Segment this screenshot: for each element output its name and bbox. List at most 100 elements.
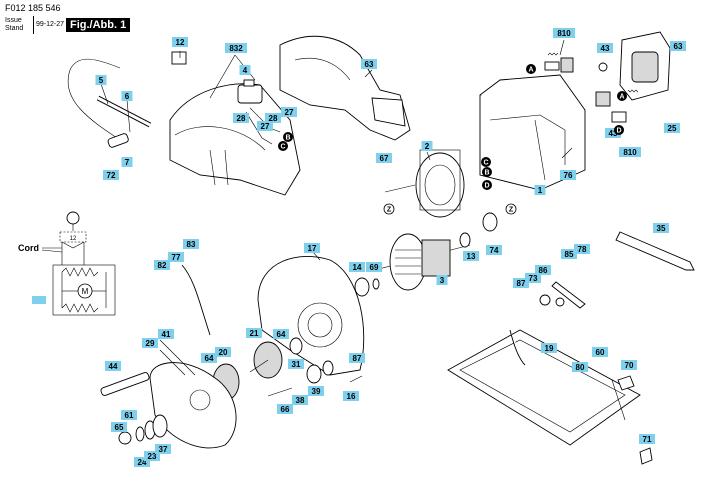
callout-tag: 29 xyxy=(142,338,158,348)
callout-tag-box xyxy=(361,59,377,69)
brush-holder-right xyxy=(595,89,639,123)
callout-tag-box xyxy=(304,243,320,253)
callout-tag-label: 82 xyxy=(158,261,167,270)
issue-label: Issue xyxy=(5,17,22,24)
callout-tag-box xyxy=(144,451,160,461)
callout-tag-label: 87 xyxy=(353,354,362,363)
base-plate xyxy=(447,329,641,446)
reference-marker-letter: C xyxy=(280,144,285,151)
power-cord xyxy=(67,58,152,148)
adjust-lever xyxy=(539,281,586,309)
callout-tag-box xyxy=(653,223,669,233)
callout-tag: 76 xyxy=(560,170,576,180)
reference-marker-letter: A xyxy=(619,94,624,101)
callout-tag: 87 xyxy=(513,278,529,288)
callout-tag: 87 xyxy=(349,353,365,363)
housing-screw xyxy=(561,147,573,159)
callout-tag-label: 74 xyxy=(490,246,499,255)
guard-lever xyxy=(100,372,150,396)
callout-tag: 20 xyxy=(215,347,231,357)
callout-tag: 35 xyxy=(653,223,669,233)
motor-housing xyxy=(479,74,586,191)
schematic-frame xyxy=(52,264,116,316)
callout-tag-box xyxy=(486,245,502,255)
callout-tag: 86 xyxy=(535,265,551,275)
issue-stand-label: Issue Stand xyxy=(5,17,23,33)
callout-tag-box xyxy=(103,170,119,180)
callout-tag: 23 xyxy=(144,451,160,461)
reference-marker-d: D xyxy=(482,180,492,190)
callout-tag-box xyxy=(134,457,150,467)
callout-tag-label: 12 xyxy=(176,38,185,47)
callout-tag: 19 xyxy=(541,343,557,353)
field-winding xyxy=(415,149,465,218)
screw xyxy=(364,69,373,78)
reference-marker-circle xyxy=(614,125,624,135)
callout-tag: 13 xyxy=(463,251,479,261)
callout-tag-box xyxy=(158,329,174,339)
callout-tag-box xyxy=(376,153,392,163)
bearing-front xyxy=(354,277,370,297)
callout-tag-label: 13 xyxy=(467,252,476,261)
callout-tag-box xyxy=(95,75,107,85)
callout-tag: 31 xyxy=(288,359,304,369)
callout-tag-label: 63 xyxy=(365,60,374,69)
schematic-callout-blank xyxy=(32,296,46,304)
cord-label: Cord xyxy=(18,243,39,253)
callout-tag-label: 1 xyxy=(538,186,543,195)
callout-tag-box xyxy=(592,347,608,357)
reference-marker-letter: B xyxy=(484,170,489,177)
field-screw xyxy=(384,184,416,193)
callout-tag: 28 xyxy=(233,113,249,123)
callout-tag: 63 xyxy=(361,59,377,69)
callout-tag: 80 xyxy=(572,362,588,372)
bearing-small xyxy=(459,232,471,248)
callout-tag-label: 60 xyxy=(596,348,605,357)
lower-guard xyxy=(149,339,237,449)
callout-tag: 73 xyxy=(525,273,541,283)
callout-tag-box xyxy=(308,386,324,396)
field-coil-top xyxy=(61,267,99,277)
callout-tag: 85 xyxy=(561,249,577,259)
callout-tag-label: 41 xyxy=(162,330,171,339)
callout-tag-label: 6 xyxy=(125,92,130,101)
callout-tag: 39 xyxy=(308,386,324,396)
reference-marker-circle xyxy=(617,91,627,101)
callout-tag-box xyxy=(225,43,247,53)
callout-tag: 28 xyxy=(265,113,281,123)
cap-nut xyxy=(598,62,608,72)
callout-tag: 27 xyxy=(257,121,273,131)
callout-tag-box xyxy=(277,404,293,414)
reference-marker-circle xyxy=(278,141,288,151)
callout-tag-label: 28 xyxy=(237,114,246,123)
reference-marker-a: A xyxy=(526,64,536,74)
riving-knife xyxy=(181,264,211,336)
switch-box xyxy=(59,231,87,243)
handle-housing xyxy=(169,83,301,196)
callout-tag-box xyxy=(670,41,686,51)
callout-tag-box xyxy=(436,275,448,285)
callout-tag: 63 xyxy=(670,41,686,51)
callout-tag-label: 63 xyxy=(674,42,683,51)
callout-tag-label: 810 xyxy=(623,148,637,157)
issue-date: 99-12-27 xyxy=(36,21,65,28)
callout-tag: 4 xyxy=(239,65,251,75)
callout-tag: 83 xyxy=(183,239,199,249)
callout-tag: 67 xyxy=(376,153,392,163)
callout-tag: 1 xyxy=(534,185,546,195)
callout-tag: 61 xyxy=(121,410,137,420)
figure-label: Fig./Abb. 1 xyxy=(66,18,131,32)
upper-guard xyxy=(257,256,365,376)
callout-tag-label: 39 xyxy=(312,387,321,396)
reference-marker-d: D xyxy=(614,125,624,135)
callout-tag-box xyxy=(534,185,546,195)
callout-tag-box xyxy=(121,157,133,167)
callout-tag-label: 27 xyxy=(261,122,270,131)
callout-tag-label: 64 xyxy=(205,354,214,363)
callout-tag: 71 xyxy=(639,434,655,444)
callout-tag-box xyxy=(553,28,575,38)
callout-tag-label: 19 xyxy=(545,344,554,353)
callout-tag-label: 69 xyxy=(370,263,379,272)
callout-tag: 74 xyxy=(486,245,502,255)
